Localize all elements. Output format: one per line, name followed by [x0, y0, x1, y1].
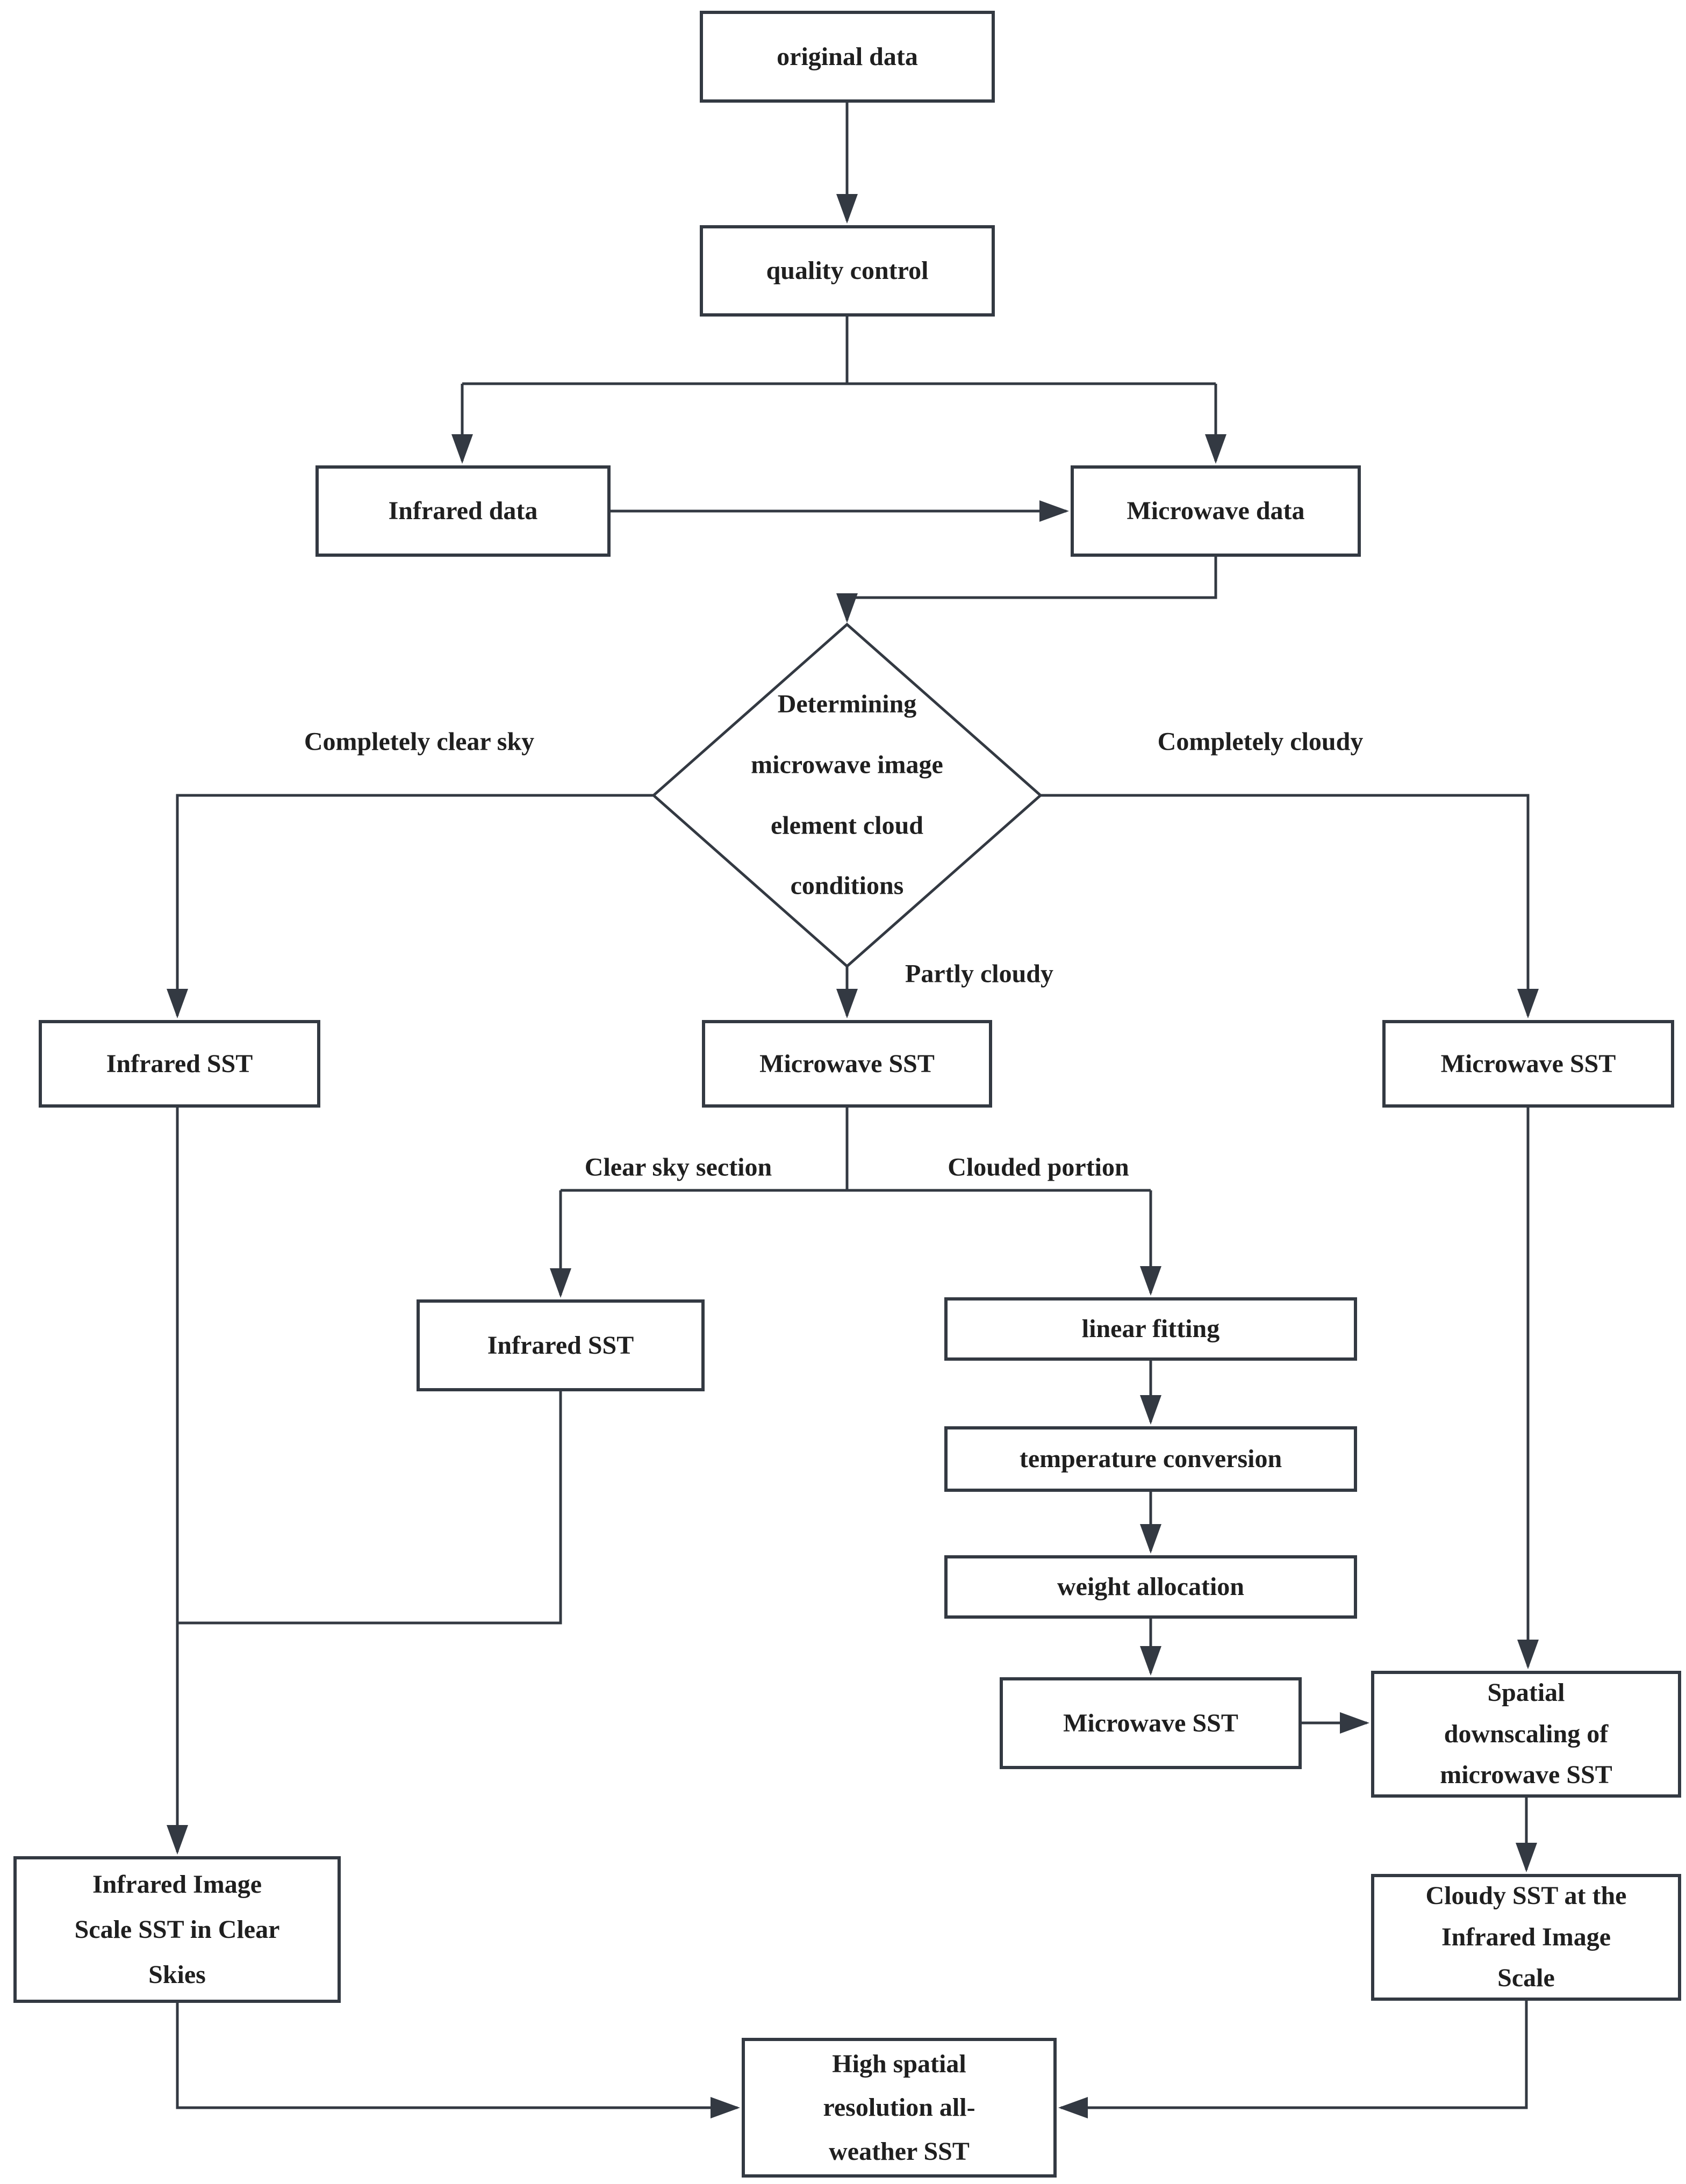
node-microwave-sst-partly: Microwave SST: [702, 1020, 992, 1108]
node-label: Spatial downscaling of microwave SST: [1440, 1678, 1612, 1790]
node-label: Microwave data: [1127, 497, 1305, 525]
node-label: original data: [777, 42, 918, 71]
connector-cloudy-sst-to-final: [1058, 2001, 1528, 2118]
node-microwave-data: Microwave data: [1071, 465, 1361, 557]
node-original-data: original data: [700, 11, 995, 103]
decision-diamond: [651, 622, 1043, 968]
node-label: linear fitting: [1081, 1314, 1220, 1343]
node-label: quality control: [766, 256, 929, 285]
connector-decision-to-microwave-sst-cloudy: [1041, 794, 1539, 1018]
node-temperature-conversion: temperature conversion: [944, 1426, 1357, 1492]
node-high-spatial-all-weather: High spatial resolution all- weather SST: [742, 2038, 1057, 2178]
node-infrared-sst-clear-section: Infrared SST: [417, 1299, 705, 1391]
connector-infrared-image-scale-to-final: [176, 2003, 740, 2118]
edge-label-completely-cloudy: Completely cloudy: [1157, 727, 1364, 756]
node-linear-fitting: linear fitting: [944, 1297, 1357, 1361]
node-quality-control: quality control: [700, 225, 995, 317]
node-label: Microwave SST: [1440, 1049, 1616, 1078]
node-label: Microwave SST: [759, 1049, 935, 1078]
edge-label-partly-cloudy: Partly cloudy: [905, 959, 1053, 988]
node-cloudy-sst-infrared-scale: Cloudy SST at the Infrared Image Scale: [1371, 1874, 1681, 2001]
node-microwave-sst-cloudy: Microwave SST: [1382, 1020, 1674, 1108]
node-label: Microwave SST: [1063, 1708, 1238, 1737]
node-infrared-data: Infrared data: [315, 465, 611, 557]
node-label: temperature conversion: [1019, 1445, 1282, 1473]
edge-label-completely-clear-sky: Completely clear sky: [304, 727, 535, 756]
node-label: Infrared data: [388, 497, 538, 525]
node-microwave-sst-clouded: Microwave SST: [1000, 1677, 1302, 1769]
node-weight-allocation: weight allocation: [944, 1555, 1357, 1619]
connector-microwave-data-to-decision: [836, 557, 1217, 623]
node-decision-label: Determining microwave image element clou…: [751, 689, 943, 900]
node-infrared-sst-clear: Infrared SST: [39, 1020, 320, 1108]
edge-label-clouded-portion: Clouded portion: [948, 1153, 1129, 1182]
node-infrared-image-scale-clear: Infrared Image Scale SST in Clear Skies: [13, 1856, 341, 2003]
edge-label-clear-sky-section: Clear sky section: [584, 1153, 772, 1182]
node-label: High spatial resolution all- weather SST: [823, 2049, 975, 2166]
node-spatial-downscaling: Spatial downscaling of microwave SST: [1371, 1671, 1681, 1798]
node-label: weight allocation: [1057, 1572, 1244, 1601]
connector-infrared-section-merge-left: [177, 1391, 562, 1625]
node-label: Infrared SST: [487, 1331, 634, 1360]
connector-decision-to-infrared-sst-clear: [167, 794, 654, 1018]
node-label: Infrared SST: [106, 1049, 253, 1078]
node-label: Cloudy SST at the Infrared Image Scale: [1425, 1881, 1627, 1993]
node-label: Infrared Image Scale SST in Clear Skies: [74, 1870, 280, 1989]
